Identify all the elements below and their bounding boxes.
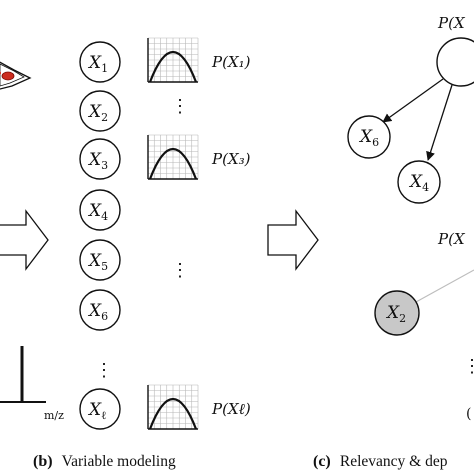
mass-spectrum-stem (0, 346, 46, 403)
node-x4-label: X4 (408, 172, 429, 194)
variable-row: X4 (79, 189, 121, 231)
probability-label: P(X₃) (211, 150, 251, 168)
variable-row: X1 P(X₁) (79, 37, 251, 83)
node-x6-label: X6 (358, 127, 379, 149)
top-node-prob-label: P(X (437, 14, 466, 32)
variable-node (79, 41, 121, 83)
density-plot-icon (147, 384, 199, 430)
variable-node (79, 388, 121, 430)
variable-label: Xℓ (87, 400, 106, 422)
node-x4 (397, 160, 441, 204)
caption-c: (c) Relevancy & dep (313, 451, 448, 470)
variable-row: X2 (79, 90, 121, 132)
hollow-arrow-icon (0, 209, 49, 271)
node-x2-gray (374, 290, 420, 336)
edge-arrow (382, 78, 444, 123)
ellipsis-vertical: ⋮ (463, 356, 474, 377)
variable-row: X6 (79, 289, 121, 331)
probability-label: P(Xℓ) (211, 400, 251, 418)
partial-glyph: ( (466, 406, 471, 422)
ellipsis-vertical: ⋮ (171, 260, 189, 281)
variable-row: X3 P(X₃) (79, 134, 251, 180)
variable-node (79, 239, 121, 281)
variable-label: X5 (87, 251, 108, 273)
bayes-network: P(X X6 X4 P(X X2 ⋮ ( (347, 14, 474, 422)
density-plot-icon (147, 37, 199, 83)
edge-arrow (426, 84, 453, 161)
spectrum-diamond-glyph (0, 61, 32, 90)
node-x2-label: X2 (385, 303, 406, 325)
ellipsis-vertical: ⋮ (171, 96, 189, 117)
variable-row: X5 (79, 239, 121, 281)
variable-row: Xℓ P(Xℓ) (79, 384, 251, 430)
mz-axis-label: m/z (44, 409, 64, 422)
variable-node (79, 90, 121, 132)
node-x6 (347, 115, 391, 159)
variable-label: X2 (87, 102, 108, 124)
variable-label: X4 (87, 201, 108, 223)
top-node (436, 37, 474, 87)
variable-node (79, 289, 121, 331)
variable-label: X1 (87, 53, 108, 75)
variable-label: X3 (87, 150, 108, 172)
variable-node (79, 138, 121, 180)
probability-label: P(X₁) (211, 53, 251, 71)
hollow-arrow-icon (267, 209, 319, 271)
density-plot-icon (147, 134, 199, 180)
variable-label: X6 (87, 301, 108, 323)
mid-prob-label: P(X (437, 230, 466, 248)
ellipsis-vertical: ⋮ (95, 360, 113, 381)
gray-link (415, 269, 474, 303)
variable-node (79, 189, 121, 231)
caption-b: (b) Variable modeling (33, 451, 176, 470)
